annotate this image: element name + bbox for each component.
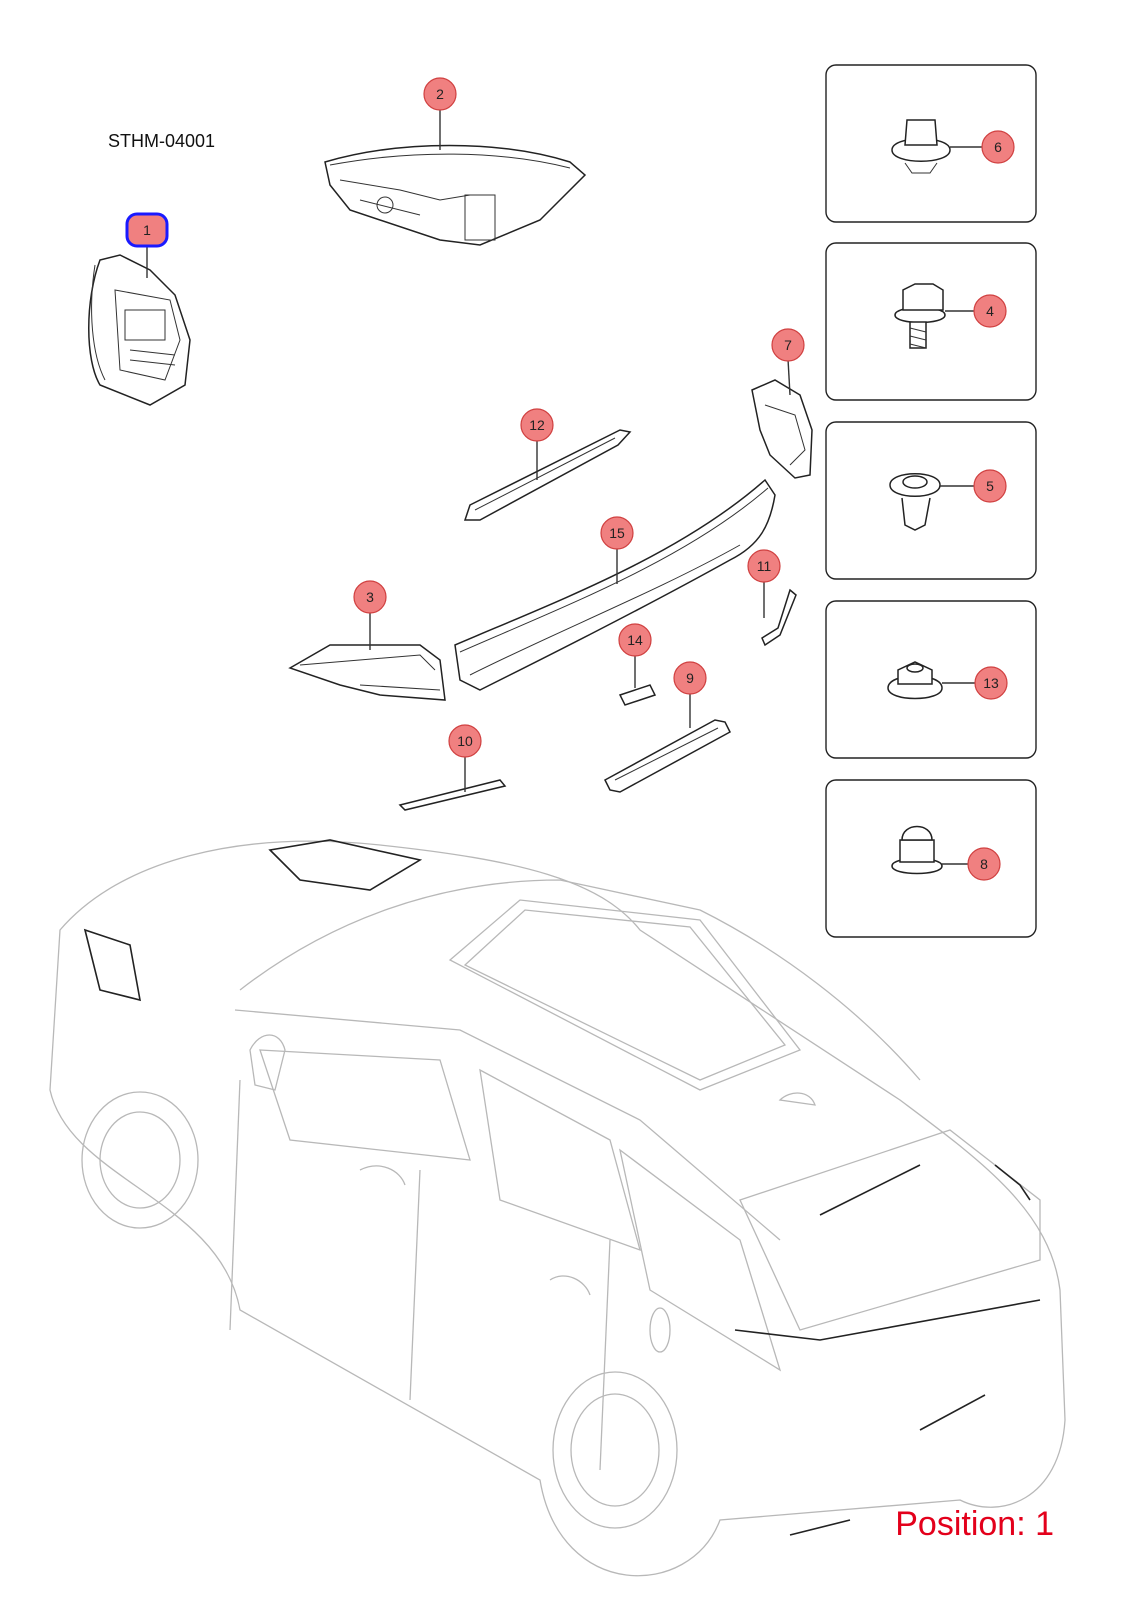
part-11-reflector-right <box>761 588 797 647</box>
callout-11-label: 11 <box>757 558 772 574</box>
callout-4[interactable]: 4 <box>973 294 1007 328</box>
callout-5[interactable]: 5 <box>973 469 1007 503</box>
callout-7[interactable]: 7 <box>771 328 805 362</box>
part-14-license-lamp <box>618 684 657 706</box>
callout-14[interactable]: 14 <box>618 623 652 657</box>
vehicle-outline <box>49 839 1066 1577</box>
callout-14-label: 14 <box>627 632 643 648</box>
callout-10-label: 10 <box>457 733 473 749</box>
callout-4-label: 4 <box>986 303 994 319</box>
callout-2[interactable]: 2 <box>423 77 457 111</box>
callout-8-label: 8 <box>980 856 988 872</box>
callout-1[interactable]: 1 <box>125 212 169 248</box>
fastener-panels <box>825 64 1037 938</box>
panel-clip <box>825 421 1037 580</box>
callout-1-label: 1 <box>143 222 151 238</box>
callout-3-label: 3 <box>366 589 374 605</box>
callout-3[interactable]: 3 <box>353 580 387 614</box>
part-15-tail-lamp-bar <box>454 478 776 691</box>
callout-6[interactable]: 6 <box>981 130 1015 164</box>
callout-12[interactable]: 12 <box>520 408 554 442</box>
part-12-brake-lamp <box>463 429 632 521</box>
callout-15-label: 15 <box>609 525 625 541</box>
callout-10[interactable]: 10 <box>448 724 482 758</box>
callout-15[interactable]: 15 <box>600 516 634 550</box>
diagram-code: STHM-04001 <box>108 131 216 151</box>
part-10-reflector-left <box>398 779 507 811</box>
leader-lines <box>146 108 982 865</box>
part-7-rear-right-lamp <box>751 379 813 479</box>
callout-6-label: 6 <box>994 139 1002 155</box>
callout-2-label: 2 <box>436 86 444 102</box>
callout-11[interactable]: 11 <box>747 549 781 583</box>
callout-9[interactable]: 9 <box>673 661 707 695</box>
callout-12-label: 12 <box>529 417 545 433</box>
part-3-rear-left-lamp <box>288 644 446 701</box>
callout-13-label: 13 <box>983 675 999 691</box>
part-9-fog-lamp <box>604 719 731 793</box>
position-indicator: Position: 1 <box>895 1505 1054 1543</box>
callout-8[interactable]: 8 <box>967 847 1001 881</box>
callout-13[interactable]: 13 <box>974 666 1008 700</box>
callout-5-label: 5 <box>986 478 994 494</box>
part-2-high-mount-lamp <box>324 144 587 246</box>
part-1-headlamp <box>88 254 191 406</box>
callout-9-label: 9 <box>686 670 694 686</box>
callout-7-label: 7 <box>784 337 792 353</box>
